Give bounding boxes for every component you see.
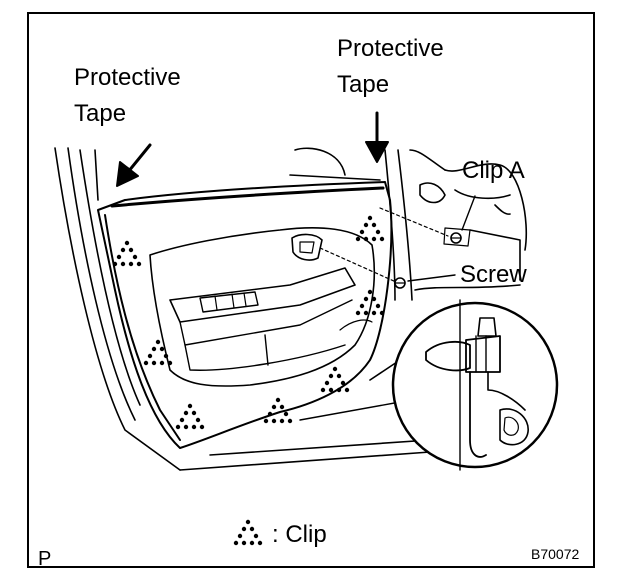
detail-leader-line xyxy=(299,401,401,421)
arrow-left-icon xyxy=(116,143,152,187)
clip-detail-magnifier xyxy=(391,299,559,471)
clip-marker-icon xyxy=(112,240,142,267)
tape-right-label-line2: Tape xyxy=(337,71,390,98)
tape-left-label-line1: Protective xyxy=(74,64,181,91)
clip-marker-icon xyxy=(320,366,350,393)
clip-marker-icon xyxy=(355,215,385,242)
diagram-frame xyxy=(27,12,595,568)
screw-hardware xyxy=(319,247,456,289)
screw-label: Screw xyxy=(460,261,527,288)
dotted-triangle-icon xyxy=(233,519,263,546)
clip-a-hardware xyxy=(379,195,476,247)
legend-label: : Clip xyxy=(272,521,327,548)
tape-left-label-line2: Tape xyxy=(74,100,127,127)
clip-marker-icon xyxy=(263,397,293,424)
clip-marker-icon xyxy=(355,289,385,316)
clip-markers xyxy=(112,215,385,546)
clip-a-label: Clip A xyxy=(462,157,525,184)
door-trim-panel xyxy=(97,181,393,449)
corner-letter: P xyxy=(38,548,52,570)
clip-marker-icon xyxy=(175,403,205,430)
arrow-down-icon xyxy=(365,111,389,163)
clip-marker-icon xyxy=(143,339,173,366)
tape-right-label-line1: Protective xyxy=(337,35,444,62)
figure-code: B70072 xyxy=(531,546,580,562)
